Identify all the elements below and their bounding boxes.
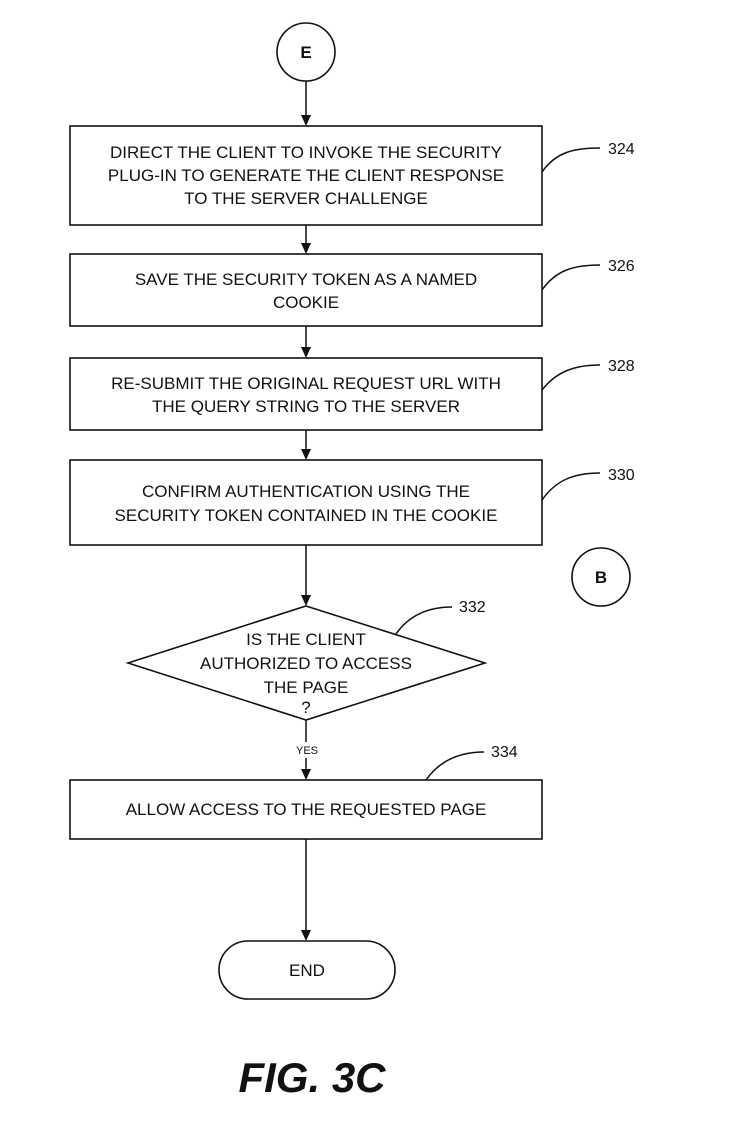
step-334-line-1: ALLOW ACCESS TO THE REQUESTED PAGE [126,800,487,819]
arrowhead-e-to-324 [301,115,311,126]
arrowhead-334-to-end [301,930,311,941]
step-box-334 [69,779,543,840]
end-terminator [218,940,396,1000]
ref-label-324: 324 [608,141,635,158]
step-330-line-1: CONFIRM AUTHENTICATION USING THE [142,482,470,501]
ref-leader-334 [425,751,485,781]
ref-leader-328 [541,364,601,391]
step-330-line-2: SECURITY TOKEN CONTAINED IN THE COOKIE [115,506,498,525]
step-box-328 [69,357,543,431]
ref-leader-324 [541,147,601,173]
step-box-330 [69,459,543,546]
ref-label-330: 330 [608,467,635,484]
ref-leader-330 [541,472,601,501]
decision-line-1: IS THE CLIENT [246,630,366,649]
arrowhead-324-to-326 [301,243,311,254]
step-324-line-1: DIRECT THE CLIENT TO INVOKE THE SECURITY [110,143,502,162]
step-326-line-1: SAVE THE SECURITY TOKEN AS A NAMED [135,270,477,289]
decision-line-4: ? [301,698,310,717]
figure-label: FIG. 3C [238,1054,386,1101]
arrowhead-330-to-332 [301,595,311,606]
step-328-line-1: RE-SUBMIT THE ORIGINAL REQUEST URL WITH [111,374,501,393]
ref-leader-332 [395,606,453,635]
step-328-line-2: THE QUERY STRING TO THE SERVER [152,397,460,416]
connector-e-label: E [300,43,311,62]
arrowhead-328-to-330 [301,449,311,460]
ref-label-328: 328 [608,358,635,375]
step-box-324 [69,125,543,226]
end-label: END [289,961,325,980]
arrowhead-326-to-328 [301,347,311,358]
arrowhead-332-to-334 [301,769,311,780]
ref-label-332: 332 [459,599,486,616]
ref-label-334: 334 [491,744,518,761]
connector-b-label: B [595,568,607,587]
decision-line-2: AUTHORIZED TO ACCESS [200,654,412,673]
step-324-line-2: PLUG-IN TO GENERATE THE CLIENT RESPONSE [108,166,504,185]
ref-label-326: 326 [608,258,635,275]
ref-leader-326 [541,264,601,291]
decision-line-3: THE PAGE [264,678,349,697]
yes-label: YES [296,745,318,757]
connector-b-circle [571,547,631,607]
step-box-326 [69,253,543,327]
step-324-line-3: TO THE SERVER CHALLENGE [184,189,428,208]
step-326-line-2: COOKIE [273,293,339,312]
